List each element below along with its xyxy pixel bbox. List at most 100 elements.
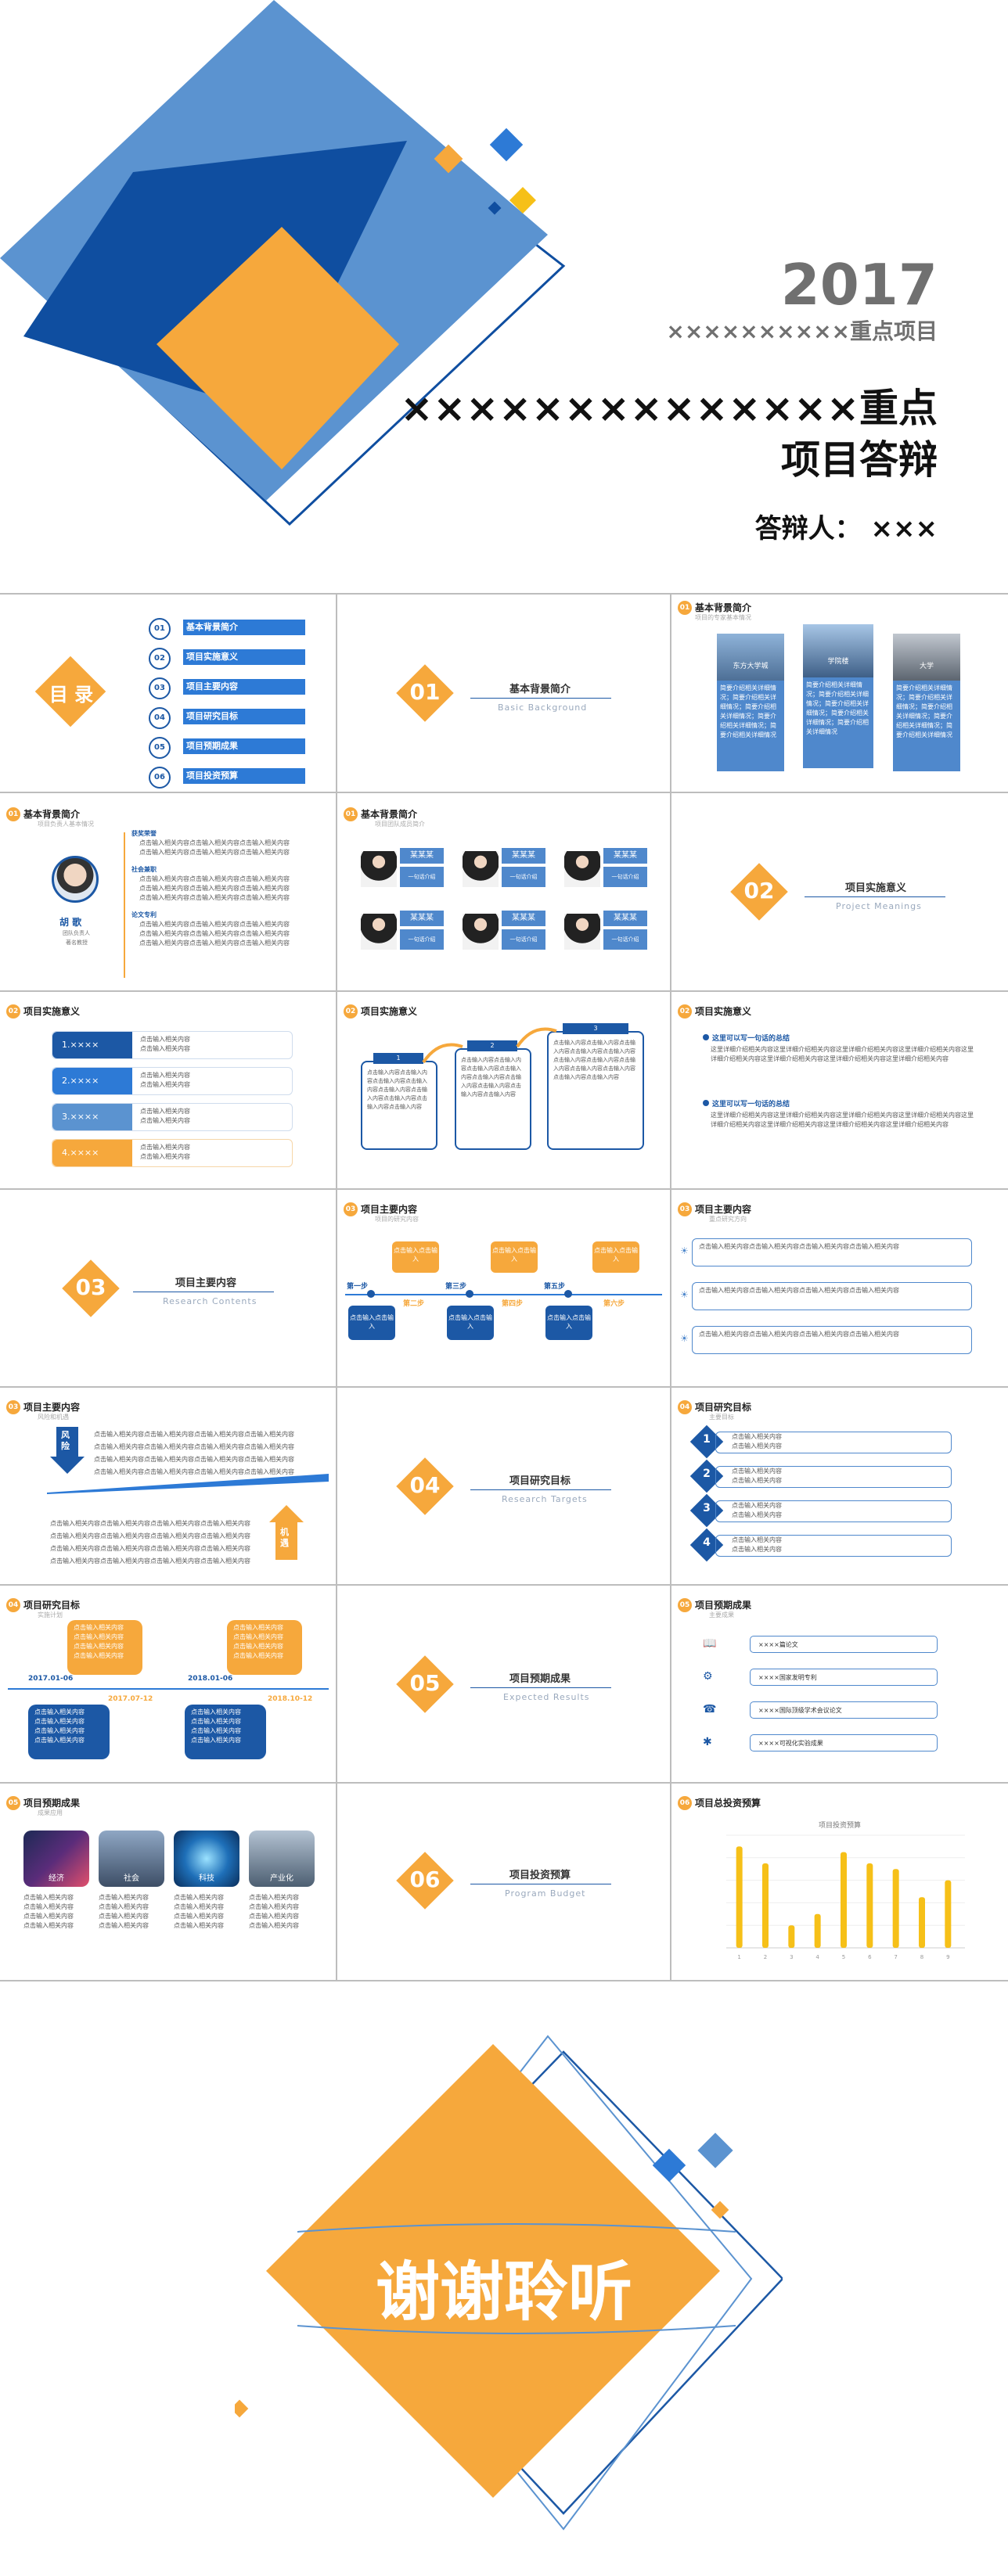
step-box: 3 点击输入内容点击输入内容点击输入内容点击输入内容点击输入内容点击输入内容点击… [547, 1023, 644, 1150]
section-subtitle: Expected Results [503, 1692, 590, 1702]
application-line: 点击输入相关内容 [99, 1903, 149, 1910]
cover-small-navy [488, 201, 502, 215]
step-box: 点击输入点击输入 [545, 1306, 592, 1340]
grid-line [0, 1188, 1008, 1190]
member-desc: 一句话介绍 [502, 867, 545, 887]
target-line: 点击输入相关内容 [732, 1468, 782, 1475]
step-box: 点击输入点击输入 [348, 1306, 395, 1340]
toc-item[interactable]: 05 项目预期成果 [149, 734, 305, 763]
section-slide-02: 02 项目实施意义 Project Meanings [671, 793, 1008, 990]
target-box: 点击输入相关内容 点击输入相关内容 [715, 1535, 952, 1557]
tag-number: 05 [6, 1796, 20, 1810]
meaning-line: 点击输入相关内容 [140, 1072, 190, 1079]
group-title: 社会兼职 [131, 866, 157, 873]
application-card: 经济 点击输入相关内容 点击输入相关内容 点击输入相关内容 点击输入相关内容 [23, 1831, 89, 1931]
chart-bar [814, 1913, 821, 1948]
tag-subtitle: 重点研究方向 [709, 1216, 747, 1223]
chart-bar [762, 1863, 769, 1948]
bg-card-photo: 东方大学城 [717, 634, 784, 681]
result-item: ⚙ ××××国家发明专利 [703, 1669, 953, 1687]
result-box: ××××国家发明专利 [750, 1669, 938, 1686]
lightbulb-icon: ☀ [680, 1333, 689, 1344]
application-line: 点击输入相关内容 [174, 1913, 224, 1920]
person-groups: 获奖荣誉 点击输入相关内容点击输入相关内容点击输入相关内容 点击输入相关内容点击… [131, 829, 327, 948]
tag-title: 项目实施意义 [361, 1006, 418, 1017]
group-line: 点击输入相关内容点击输入相关内容点击输入相关内容 [139, 894, 290, 901]
grid-line [0, 1980, 1008, 1981]
toc-item-text: 项目实施意义 [183, 649, 305, 665]
section-rule [470, 1687, 611, 1688]
member-photo [463, 914, 499, 950]
target-item: 3 点击输入相关内容 点击输入相关内容 [689, 1493, 952, 1528]
plan-bubble: 点击输入相关内容 点击输入相关内容 点击输入相关内容 点击输入相关内容 [227, 1620, 302, 1675]
toc-item-text: 项目研究目标 [183, 709, 305, 724]
toc-item-text: 项目投资预算 [183, 768, 305, 784]
member-name: 某某某 [400, 848, 444, 864]
tag-title: 项目研究目标 [23, 1600, 81, 1611]
grid-line [670, 593, 671, 1981]
group-line: 点击输入相关内容点击输入相关内容点击输入相关内容 [139, 940, 290, 947]
chart-bar [945, 1880, 952, 1948]
target-line: 点击输入相关内容 [732, 1546, 782, 1553]
target-line: 点击输入相关内容 [732, 1502, 782, 1509]
bg-card-text: 简要介绍相关详细情况；简要介绍相关详细情况；简要介绍相关详细情况；简要介绍相关详… [717, 681, 784, 771]
application-photo: 产业化 [249, 1831, 315, 1887]
step-text: 点击输入内容点击输入内容点击输入内容点击输入内容点击输入内容点击输入内容点击输入… [367, 1069, 427, 1110]
target-slide-1: 04 项目研究目标 主要目标 1 1 点击输入相关内容 点击输入相关内容 2 点… [671, 1388, 1008, 1584]
lightbulb-icon: ☀ [680, 1245, 689, 1256]
grid-line [0, 990, 1008, 992]
toc-item[interactable]: 06 项目投资预算 [149, 763, 305, 792]
meaning-label: 3.×××× [52, 1104, 132, 1130]
step-box: 1 点击输入内容点击输入内容点击输入内容点击输入内容点击输入内容点击输入内容点击… [361, 1053, 437, 1150]
tag-subtitle: 项目的研究内容 [375, 1216, 419, 1223]
grid-line [0, 593, 1008, 595]
avatar [52, 856, 99, 903]
meaning-line: 点击输入相关内容 [140, 1045, 190, 1052]
section-title: 项目主要内容 [175, 1277, 237, 1289]
step-label: 第二步 [403, 1300, 425, 1308]
step-label: 第五步 [544, 1283, 566, 1291]
target-box: 点击输入相关内容 点击输入相关内容 [715, 1500, 952, 1522]
toc-item-num: 04 [149, 707, 171, 729]
chart-tick-label: 6 [868, 1954, 872, 1960]
tag-number: 06 [678, 1796, 692, 1810]
chart-bar [866, 1863, 873, 1948]
section-slide-01: 01 基本背景简介 Basic Background [337, 595, 670, 792]
toc-item[interactable]: 01 基本背景简介 [149, 615, 305, 645]
bg-card: 学院楼 简要介绍相关详细情况；简要介绍相关详细情况；简要介绍相关详细情况；简要介… [803, 624, 873, 768]
member-desc: 一句话介绍 [603, 867, 647, 887]
content-item: ☀ 点击输入相关内容点击输入相关内容点击输入相关内容点击输入相关内容 [680, 1326, 972, 1354]
step-box: 点击输入点击输入 [447, 1306, 494, 1340]
tag-title: 项目主要内容 [361, 1204, 418, 1215]
result-item: ☎ ××××国际顶级学术会议论文 [703, 1701, 953, 1720]
section-slide-06: 06 项目投资预算 Program Budget [337, 1784, 670, 1980]
member-photo [361, 914, 397, 950]
toc-items: 01 基本背景简介 02 项目实施意义 03 项目主要内容 04 项目研究目标 … [149, 615, 305, 792]
plan-line: 点击输入相关内容 [233, 1652, 283, 1659]
application-photo: 社会 [99, 1831, 164, 1887]
tag-number: 01 [344, 807, 358, 821]
meaning-line: 点击输入相关内容 [140, 1081, 190, 1088]
toc-item[interactable]: 03 项目主要内容 [149, 674, 305, 704]
chance-line: 点击输入相关内容点击输入相关内容点击输入相关内容点击输入相关内容 [50, 1557, 250, 1565]
toc-item-num: 01 [149, 618, 171, 640]
section-rule [805, 896, 945, 897]
target-line: 点击输入相关内容 [732, 1536, 782, 1543]
section-slide-03: 03 项目主要内容 Research Contents [0, 1190, 336, 1386]
meaning-row: 1.×××× 点击输入相关内容 点击输入相关内容 [52, 1031, 293, 1059]
toc-item[interactable]: 02 项目实施意义 [149, 645, 305, 674]
step-dot [367, 1290, 375, 1298]
member-desc: 一句话介绍 [603, 929, 647, 950]
content-item: ☀ 点击输入相关内容点击输入相关内容点击输入相关内容点击输入相关内容 [680, 1238, 972, 1266]
meaning-row: 3.×××× 点击输入相关内容 点击输入相关内容 [52, 1103, 293, 1131]
tag-title: 项目主要内容 [23, 1402, 81, 1413]
toc-item[interactable]: 04 项目研究目标 [149, 704, 305, 734]
summary-paragraph: 这里详细介绍相关内容这里详细介绍相关内容这里详细介绍相关内容这里详细介绍相关内容… [711, 1046, 974, 1062]
application-line: 点击输入相关内容 [23, 1913, 74, 1920]
tag-number: 05 [678, 1598, 692, 1612]
plan-line: 点击输入相关内容 [233, 1633, 283, 1640]
plan-line: 点击输入相关内容 [74, 1624, 124, 1631]
target-box: 点击输入相关内容 点击输入相关内容 [715, 1466, 952, 1488]
person-slide: 01 基本背景简介 项目负责人基本情况 胡 歌 团队负责人 著名教授 获奖荣誉 … [0, 793, 336, 990]
